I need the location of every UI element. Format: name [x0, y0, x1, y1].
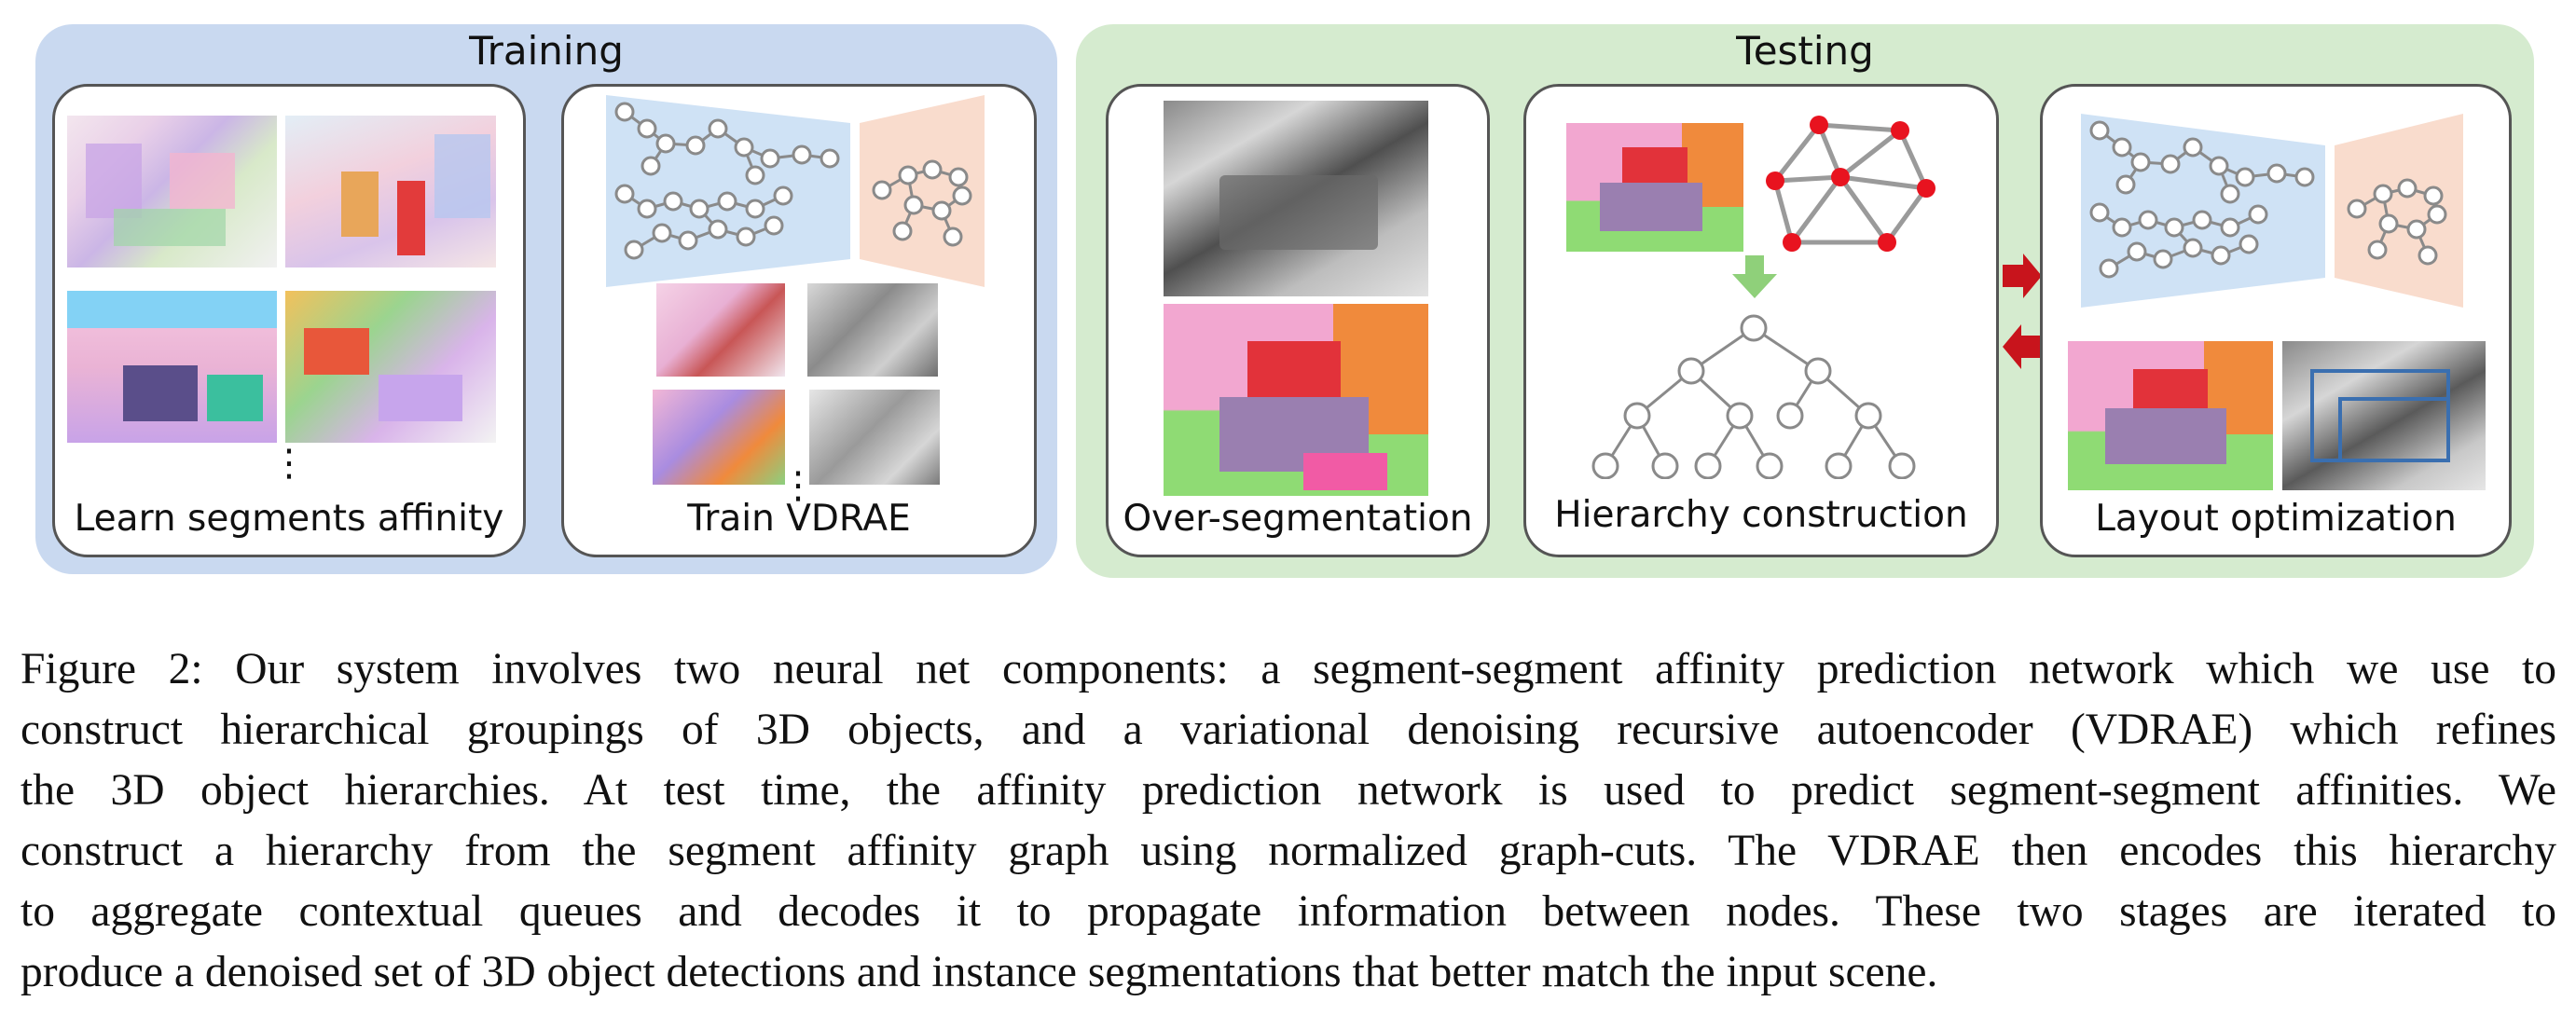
vdrae-network-diagram — [606, 95, 985, 287]
scene-thumbnail — [653, 390, 785, 485]
more-examples-ellipsis: ⋮ — [779, 464, 817, 507]
scene-thumbnail — [285, 116, 496, 268]
scene-thumbnail — [807, 283, 938, 377]
left-arrow-icon — [2003, 324, 2042, 369]
scene-thumbnail — [67, 291, 277, 443]
training-title: Training — [469, 28, 624, 74]
down-arrow-icon — [1732, 255, 1777, 298]
learn-affinity-label: Learn segments affinity — [74, 498, 504, 540]
hierarchy-tree — [1591, 314, 1916, 479]
scene-thumbnail — [809, 390, 940, 485]
caption-line: to aggregate contextual queues and decod… — [21, 887, 2556, 936]
train-vdrae-label: Train VDRAE — [687, 498, 911, 540]
point-cloud-scene — [1164, 101, 1428, 296]
caption-line: the 3D object hierarchies. At test time,… — [21, 766, 2556, 815]
more-examples-ellipsis: ⋮ — [270, 442, 308, 485]
figure-caption: Figure 2: Our system involves two neural… — [21, 639, 2556, 1003]
scene-thumbnail — [285, 291, 496, 443]
affinity-graph — [1766, 116, 1935, 252]
vdrae-network-diagram — [2081, 114, 2463, 308]
detected-layout-scene — [2282, 341, 2486, 490]
layout-optimization-label: Layout optimization — [2095, 498, 2457, 540]
scene-thumbnail — [656, 283, 785, 377]
over-segmentation-label: Over-segmentation — [1123, 498, 1473, 540]
caption-line: construct hierarchical groupings of 3D o… — [21, 706, 2556, 754]
hierarchy-construction-label: Hierarchy construction — [1554, 494, 1968, 536]
scene-thumbnail — [67, 116, 277, 268]
segmented-scene — [1164, 304, 1428, 496]
testing-title: Testing — [1736, 28, 1874, 74]
segmented-scene — [1566, 123, 1743, 252]
caption-line: produce a denoised set of 3D object dete… — [21, 948, 1938, 996]
caption-line: construct a hierarchy from the segment a… — [21, 827, 2556, 875]
segmented-scene — [2068, 341, 2273, 490]
right-arrow-icon — [2003, 254, 2042, 298]
caption-line: Figure 2: Our system involves two neural… — [21, 645, 2556, 693]
